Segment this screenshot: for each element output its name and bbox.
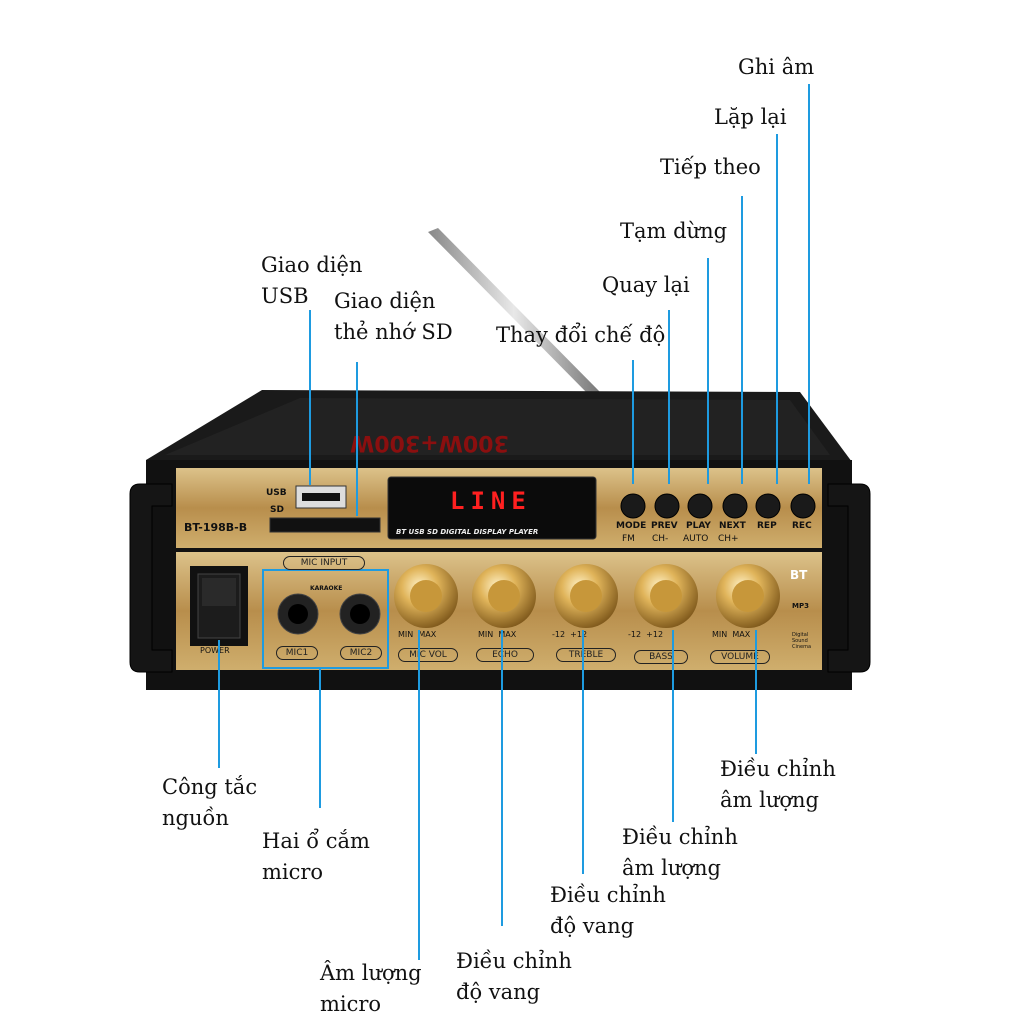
btn-label-rec: REC	[792, 521, 812, 531]
callout-prev: Quay lại	[602, 273, 690, 297]
mic-box	[262, 569, 389, 669]
power-label: POWER	[200, 646, 230, 655]
sub-label-ch-minus: CH-	[652, 534, 669, 544]
callout-mic-vol: Âm lượng micro	[320, 961, 422, 1016]
leader-mic-jacks	[319, 668, 321, 808]
leader-rec	[808, 84, 810, 484]
leader-bass	[672, 630, 674, 822]
leader-sd	[356, 362, 358, 516]
right-handle	[827, 483, 871, 673]
knob-mic-vol	[394, 564, 458, 628]
upper-panel	[176, 468, 822, 548]
btn-label-play: PLAY	[686, 521, 711, 531]
callout-mode: Thay đổi chế độ	[496, 323, 666, 347]
range-bass: -12 +12	[628, 630, 664, 639]
leader-treble	[582, 630, 584, 874]
mp3-logo: MP3	[792, 602, 809, 610]
play-btn	[687, 493, 713, 519]
knob-label-mic-vol: MIC VOL	[398, 648, 458, 662]
btn-label-next: NEXT	[719, 521, 746, 531]
leader-volume	[755, 630, 757, 754]
left-handle	[129, 483, 173, 673]
chassis-front	[146, 460, 852, 690]
btn-label-rep: REP	[757, 521, 777, 531]
leader-echo	[501, 630, 503, 926]
sub-label-ch-plus: CH+	[718, 534, 739, 544]
btn-label-prev: PREV	[651, 521, 678, 531]
leader-power	[218, 640, 220, 768]
sub-label-fm: FM	[622, 534, 635, 544]
sd-slot	[269, 517, 381, 533]
lower-panel	[176, 552, 822, 670]
leader-mode	[632, 360, 634, 484]
mode-btn	[620, 493, 646, 519]
led-text: LINE	[450, 487, 532, 515]
leader-mic-vol	[418, 630, 420, 960]
callout-sd: Giao diện thẻ nhớ SD	[334, 289, 453, 344]
knob-echo	[472, 564, 536, 628]
callout-treble: Điều chỉnh độ vang	[550, 883, 666, 938]
callout-mic-jacks: Hai ổ cắm micro	[262, 829, 370, 884]
rec-btn	[790, 493, 816, 519]
leader-pause	[707, 258, 709, 484]
mic2-jack	[339, 593, 381, 635]
btn-label-mode: MODE	[616, 521, 647, 531]
callout-pause: Tạm dừng	[620, 219, 728, 243]
power-switch	[190, 566, 248, 646]
antenna	[428, 228, 600, 396]
leader-prev	[668, 310, 670, 484]
model-label: BT-198B-B	[184, 521, 248, 534]
callout-rec: Ghi âm	[738, 55, 815, 79]
callout-echo: Điều chỉnh độ vang	[456, 949, 572, 1004]
knob-label-treble: TREBLE	[556, 648, 616, 662]
callout-repeat: Lặp lại	[714, 105, 787, 129]
knob-label-bass: BASS	[634, 650, 688, 664]
callout-next: Tiếp theo	[660, 155, 761, 179]
leader-repeat	[776, 134, 778, 484]
range-echo: MIN MAX	[478, 630, 517, 639]
mic1-jack	[277, 593, 319, 635]
callout-bass: Điều chỉnh âm lượng	[622, 825, 738, 880]
usb-port	[295, 485, 347, 509]
sd-text: SD	[270, 505, 284, 515]
mic2-label: MIC2	[340, 646, 382, 660]
next-btn	[722, 493, 748, 519]
callout-usb: Giao diện USB	[261, 253, 363, 308]
karaoke-label: KARAOKE	[310, 585, 343, 592]
led-display	[387, 476, 597, 540]
rep-btn	[755, 493, 781, 519]
sub-label-auto: AUTO	[683, 534, 709, 544]
top-print: 300W+300W	[350, 430, 509, 455]
digital-sound-logo: Digital Sound Cinema	[792, 632, 812, 650]
callout-power: Công tắc nguồn	[162, 775, 258, 830]
knob-volume	[716, 564, 780, 628]
prev-btn	[654, 493, 680, 519]
leader-usb	[309, 310, 311, 485]
mic-input-label: MIC INPUT	[283, 556, 365, 570]
knob-label-volume: VOLUME	[710, 650, 770, 664]
knob-bass	[634, 564, 698, 628]
chassis-top	[146, 390, 852, 462]
leader-next	[741, 196, 743, 484]
knob-label-echo: ECHO	[476, 648, 534, 662]
range-volume: MIN MAX	[712, 630, 751, 639]
display-caption: BT USB SD DIGITAL DISPLAY PLAYER	[396, 528, 539, 536]
bt-logo: BT	[790, 568, 808, 582]
mic1-label: MIC1	[276, 646, 318, 660]
usb-text: USB	[266, 488, 287, 498]
knob-treble	[554, 564, 618, 628]
callout-volume: Điều chỉnh âm lượng	[720, 757, 836, 812]
